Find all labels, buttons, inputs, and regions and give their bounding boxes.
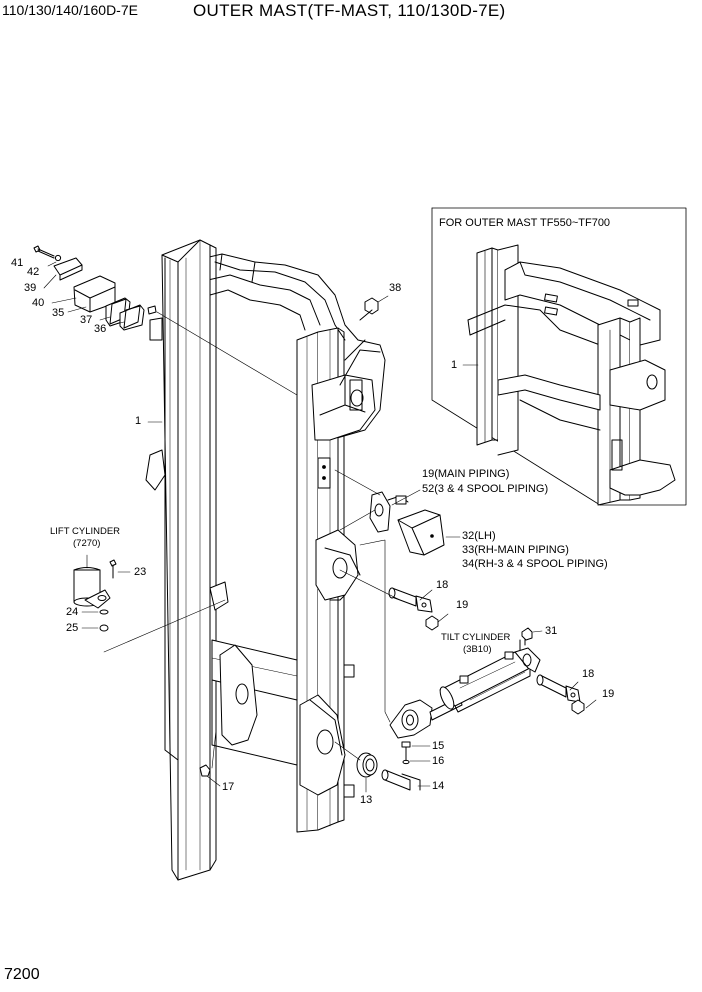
page-number: 7200 (4, 966, 40, 983)
callout-24: 24 (66, 606, 79, 618)
callout-42: 42 (27, 266, 40, 278)
callout-19-main: 19(MAIN PIPING) (422, 468, 510, 480)
outer-mast (103, 239, 386, 881)
tilt-cylinder-ref: (3B10) (463, 644, 492, 655)
callout-19-lower: 19 (602, 688, 615, 700)
callout-16: 16 (432, 755, 445, 767)
callout-32: 32(LH) (462, 530, 496, 542)
callout-18-lower: 18 (582, 668, 595, 680)
inset-callout-1: 1 (451, 359, 458, 371)
lower-parts (199, 741, 431, 793)
callout-14: 14 (432, 780, 445, 792)
callout-19-upper: 19 (456, 599, 469, 611)
model-numbers: 110/130/140/160D-7E (2, 2, 138, 18)
tilt-cylinder (359, 539, 543, 739)
callout-41: 41 (11, 257, 24, 269)
callout-39: 39 (24, 282, 37, 294)
callout-1: 1 (135, 415, 142, 427)
callout-35: 35 (52, 307, 65, 319)
inset-box (431, 207, 687, 506)
piping-bracket (334, 469, 461, 556)
callout-13: 13 (360, 794, 373, 806)
callout-33: 33(RH-MAIN PIPING) (462, 544, 569, 556)
callout-18-upper: 18 (436, 579, 449, 591)
callout-31: 31 (545, 625, 558, 637)
pad-parts (33, 245, 389, 331)
page-title: OUTER MAST(TF-MAST, 110/130D-7E) (193, 1, 506, 20)
callout-37: 37 (80, 314, 93, 326)
pins (339, 569, 597, 715)
lift-cylinder-name: LIFT CYLINDER (50, 526, 121, 537)
callout-17: 17 (222, 781, 235, 793)
callout-23: 23 (134, 566, 147, 578)
callout-40: 40 (32, 297, 45, 309)
callout-34: 34(RH-3 & 4 SPOOL PIPING) (462, 558, 608, 570)
callout-15: 15 (432, 740, 445, 752)
lift-cylinder-ref: (7270) (73, 538, 101, 549)
inset-caption: FOR OUTER MAST TF550~TF700 (439, 217, 611, 229)
callout-36: 36 (94, 323, 107, 335)
callout-38: 38 (389, 282, 402, 294)
callout-52: 52(3 & 4 SPOOL PIPING) (422, 483, 549, 495)
callout-25: 25 (66, 622, 79, 634)
tilt-cylinder-name: TILT CYLINDER (441, 632, 511, 643)
lift-cylinder (73, 554, 131, 632)
